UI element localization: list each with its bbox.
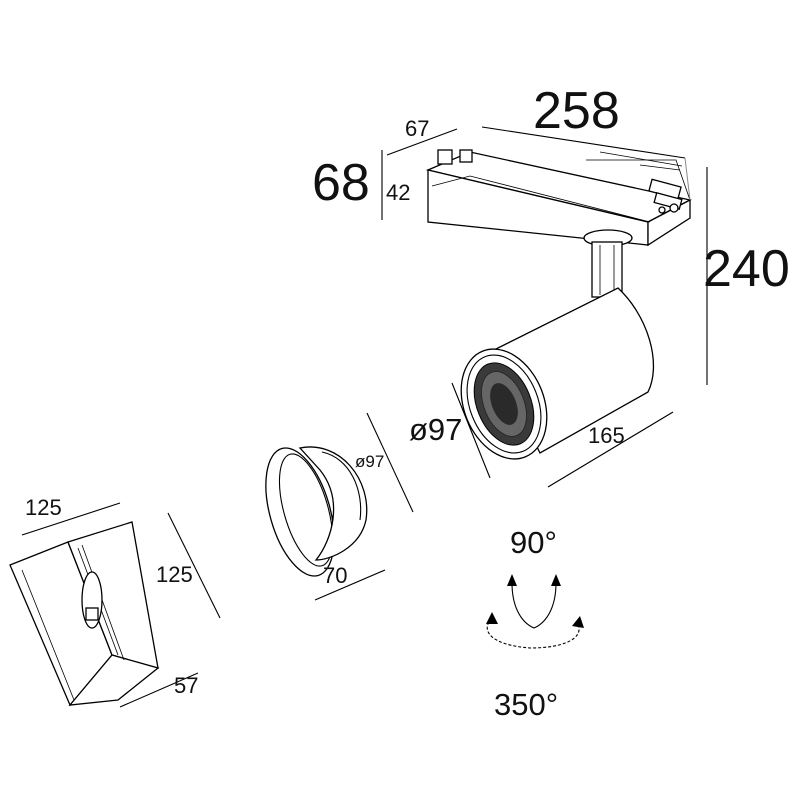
rotation-arrows — [486, 574, 584, 649]
tilt-angle-label: 90° — [510, 525, 557, 560]
stem — [583, 229, 633, 298]
adapter-inner-height-label: 42 — [386, 180, 410, 205]
snoot-length-label: 70 — [323, 563, 347, 588]
pan-angle-label: 350° — [494, 687, 558, 722]
head-diameter-label: ø97 — [409, 412, 462, 447]
barndoor-width-label: 125 — [25, 495, 62, 520]
head-length-label: 165 — [588, 423, 625, 448]
barndoor-height-label: 125 — [156, 562, 193, 587]
adapter-height-label: 68 — [312, 154, 370, 212]
adapter-width-label: 67 — [405, 116, 429, 141]
tilt-arrow-icon — [511, 582, 557, 629]
main-width-label: 258 — [533, 82, 620, 140]
track-adapter — [425, 149, 692, 247]
spot-head — [460, 287, 655, 460]
dimension-lines — [21, 126, 708, 708]
pan-arrow-icon — [486, 617, 580, 649]
barndoor — [9, 521, 160, 707]
main-height-label: 240 — [703, 240, 790, 298]
snoot-diameter-label: ø97 — [355, 452, 384, 471]
snoot — [265, 446, 368, 577]
barndoor-depth-label: 57 — [174, 673, 198, 698]
